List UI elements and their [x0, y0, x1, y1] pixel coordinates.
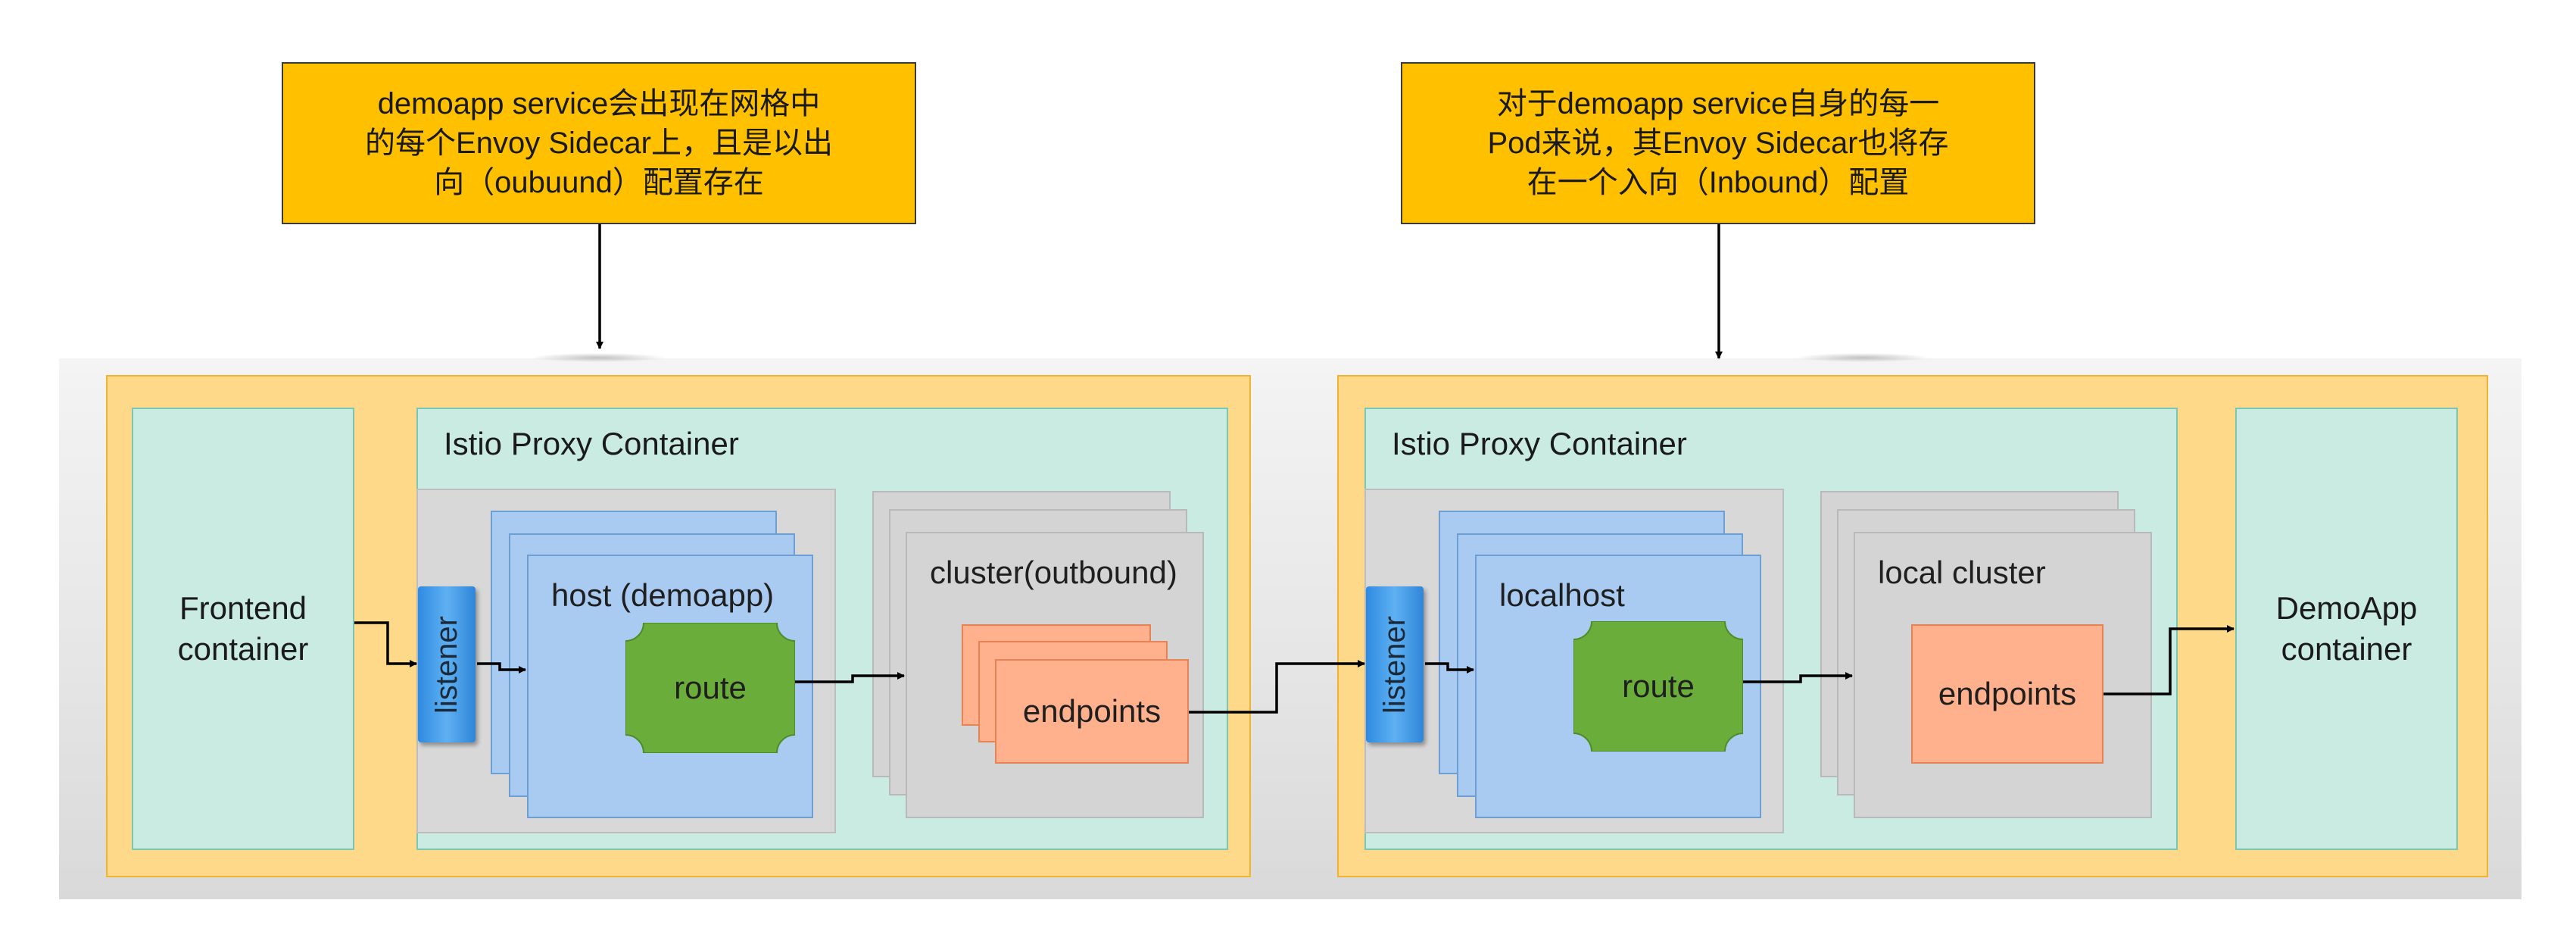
- frontend-container: Frontend container: [132, 408, 354, 850]
- callout-inbound-text: 对于demoapp service自身的每一 Pod来说，其Envoy Side…: [1487, 87, 1949, 199]
- proxy-title-right: Istio Proxy Container: [1392, 426, 1687, 461]
- endpoints-box-left: endpoints: [995, 659, 1189, 764]
- callout-outbound-note: demoapp service会出现在网格中 的每个Envoy Sidecar上…: [282, 62, 916, 224]
- listener-left: listener: [418, 586, 476, 742]
- band-shadow-left: [530, 353, 666, 362]
- arrow-route-to-cluster-right: [1743, 672, 1853, 683]
- route-shape-left: [625, 623, 795, 753]
- local-cluster-label: local cluster: [1878, 555, 2046, 590]
- arrow-listener-to-host-left: [477, 662, 526, 674]
- proxy-title-left: Istio Proxy Container: [444, 426, 739, 461]
- endpoints-box-right: endpoints: [1911, 624, 2104, 764]
- route-label-right: route: [1622, 668, 1695, 704]
- arrow-endpoints-to-demoapp: [2104, 625, 2235, 695]
- endpoints-label-left: endpoints: [1022, 693, 1162, 729]
- band-shadow-right: [1795, 353, 1931, 362]
- route-node-right: [1573, 621, 1743, 752]
- host-demoapp-label: host (demoapp): [551, 577, 775, 613]
- listener-right: listener: [1366, 586, 1424, 742]
- demoapp-container-label: DemoApp container: [2275, 590, 2418, 667]
- localhost-label: localhost: [1499, 577, 1625, 613]
- demoapp-container: DemoApp container: [2235, 408, 2458, 850]
- arrow-route-to-cluster-left: [795, 672, 905, 683]
- route-node-left: [625, 623, 795, 753]
- arrow-endpoints-to-listener-right: [1189, 660, 1365, 714]
- route-label-left: route: [674, 670, 747, 705]
- arrow-listener-to-host-right: [1425, 662, 1474, 674]
- endpoints-label-right: endpoints: [1938, 676, 2077, 711]
- callout-outbound-text: demoapp service会出现在网格中 的每个Envoy Sidecar上…: [365, 87, 833, 199]
- cluster-outbound-label: cluster(outbound): [930, 555, 1177, 590]
- callout-inbound-note: 对于demoapp service自身的每一 Pod来说，其Envoy Side…: [1401, 62, 2035, 224]
- route-shape-right: [1573, 621, 1743, 752]
- arrow-frontend-to-listener: [354, 621, 417, 667]
- frontend-container-label: Frontend container: [177, 590, 309, 667]
